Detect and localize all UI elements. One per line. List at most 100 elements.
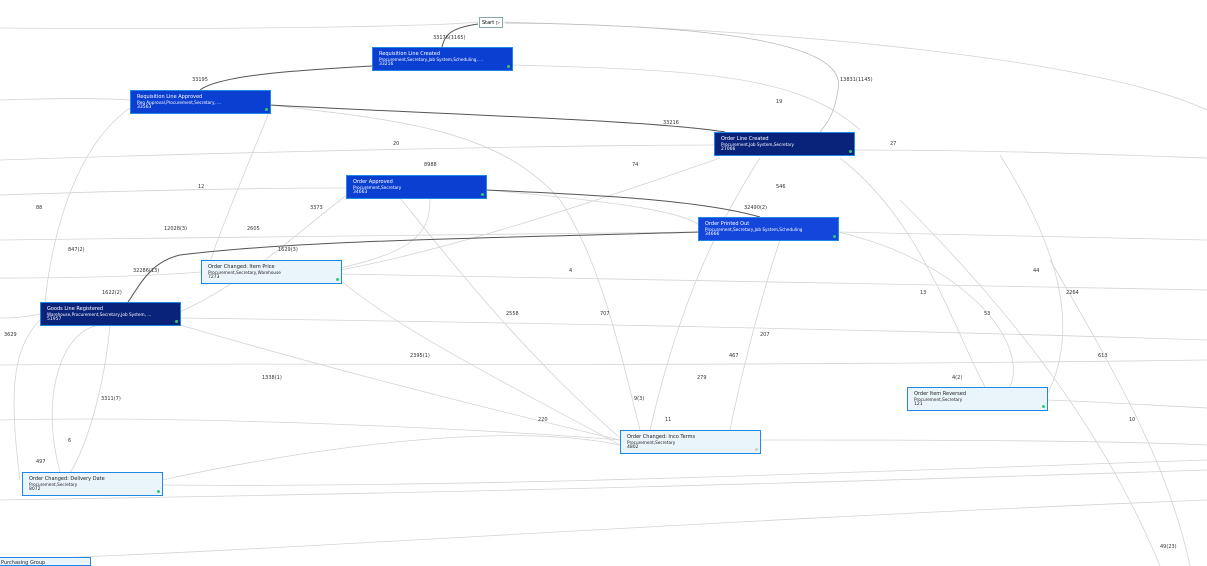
- edge-label: 3629: [4, 332, 17, 338]
- edge-faint: [759, 439, 1207, 446]
- edge-label: 19: [776, 99, 783, 105]
- play-icon: ▷: [496, 19, 501, 26]
- edge-faint: [837, 231, 1207, 241]
- edge-label: 13831(1145): [840, 77, 873, 83]
- edge-faint: [339, 197, 431, 269]
- edge-label: 74: [632, 162, 639, 168]
- edge-faint: [854, 149, 1207, 159]
- edge-faint: [13, 319, 41, 481]
- status-dot: [1042, 405, 1045, 408]
- edge-label: 546: [776, 184, 786, 190]
- edge-faint: [649, 157, 761, 431]
- edge-faint: [999, 154, 1064, 396]
- edge-faint: [44, 107, 131, 304]
- edge-faint: [339, 157, 721, 271]
- node-goods-line-registered[interactable]: Goods Line Registered Warehouse,Procurem…: [40, 302, 181, 326]
- edge-label: 2395(1): [410, 353, 430, 359]
- edge-faint: [179, 194, 348, 313]
- edge-label: 32286(13): [133, 268, 160, 274]
- edge-label: 88: [36, 205, 43, 211]
- status-dot: [175, 320, 178, 323]
- node-count: 27066: [721, 147, 736, 152]
- edge-label: 20: [393, 141, 400, 147]
- start-label: Start: [481, 19, 495, 26]
- edge-faint: [1046, 399, 1207, 409]
- edge-label: 49(23): [1160, 544, 1177, 550]
- node-title: Order Printed Out: [705, 221, 750, 227]
- node-count: 33563: [137, 105, 152, 110]
- edge-label: 467: [729, 353, 739, 359]
- edge-label: 33176(1165): [433, 35, 466, 41]
- edge-label: 12: [198, 184, 205, 190]
- edge-faint: [0, 271, 202, 279]
- edge-label: 4: [569, 268, 573, 274]
- edge-faint: [899, 199, 1161, 566]
- node-title: Order Changed: Inco Terms: [627, 434, 696, 440]
- edge-label: 32490(2): [744, 205, 767, 211]
- status-dot: [157, 490, 160, 493]
- node-order-line-created[interactable]: Order Line Created Procurement,Job Syste…: [714, 132, 855, 156]
- edge-faint: [1049, 259, 1191, 566]
- edge-label: 10: [1129, 417, 1136, 423]
- node-order-changed-item-price[interactable]: Order Changed: Item Price Procurement,Se…: [201, 260, 342, 284]
- edge-faint: [485, 189, 700, 226]
- edge-label: 9(3): [634, 396, 645, 402]
- node-title: Order Line Created: [721, 136, 769, 142]
- node-requisition-line-created[interactable]: Requisition Line Created Procurement,Sec…: [372, 47, 513, 71]
- edge-label: 220: [538, 417, 548, 423]
- node-order-printed-out[interactable]: Order Printed Out Procurement,Secretary,…: [698, 217, 839, 241]
- edge-faint: [179, 324, 621, 441]
- edge-label: 279: [697, 375, 707, 381]
- node-order-approved[interactable]: Order Approved Procurement,Secretary 346…: [346, 175, 487, 199]
- node-count: 34663: [353, 190, 368, 195]
- edge-loop: [504, 22, 839, 133]
- edge-label: 53: [984, 311, 991, 317]
- edge-label: 2264: [1066, 290, 1079, 296]
- edge-faint: [179, 317, 1207, 341]
- node-order-item-reversed[interactable]: Order Item Reversed Procurement,Secretar…: [907, 387, 1048, 411]
- edge-faint: [0, 21, 479, 29]
- edge-label: 3373: [310, 205, 323, 211]
- node-order-changed-inco-terms[interactable]: Order Changed: Inco Terms Procurement,Se…: [620, 430, 761, 454]
- node-order-changed-delivery-date[interactable]: Order Changed: Delivery Date Procurement…: [22, 472, 163, 496]
- edge-label: 497: [36, 459, 46, 465]
- edge-main: [199, 65, 373, 91]
- edge-faint: [161, 435, 621, 481]
- node-count: 7273: [208, 275, 220, 280]
- edge-faint: [502, 21, 1207, 111]
- edge-faint: [0, 418, 621, 441]
- edge-faint: [0, 499, 1207, 561]
- edge-label: 27: [890, 141, 897, 147]
- edge-label: 207: [760, 332, 770, 338]
- status-dot: [507, 65, 510, 68]
- status-dot: [755, 448, 758, 451]
- edge-label: 33195: [192, 77, 208, 83]
- edge-main: [269, 104, 726, 133]
- edge-main: [485, 189, 761, 218]
- node-count: 33216: [379, 62, 394, 67]
- edge-faint: [339, 279, 621, 446]
- edge-label: 1622(2): [102, 290, 122, 296]
- status-dot: [265, 108, 268, 111]
- edge-label: 6: [68, 438, 72, 444]
- edge-label: 1629(3): [278, 247, 298, 253]
- edge-faint: [837, 231, 1014, 388]
- edge-faint: [339, 273, 1207, 291]
- edge-faint: [269, 104, 641, 431]
- edge-label: 847(2): [68, 247, 85, 253]
- edge-label: 613: [1098, 353, 1108, 359]
- node-count: 4802: [627, 445, 639, 450]
- node-title: Order Item Reversed: [914, 391, 967, 397]
- status-dot: [336, 278, 339, 281]
- node-requisition-line-approved[interactable]: Requisition Line Approved Req Approval,P…: [130, 90, 271, 114]
- edge-label: 2605: [247, 226, 260, 232]
- edge-faint: [0, 98, 131, 101]
- edge-faint: [399, 197, 621, 439]
- edge-label: 33216: [663, 120, 679, 126]
- edge-faint: [511, 64, 861, 131]
- edge-faint: [0, 469, 1207, 501]
- node-title: Purchasing Group: [1, 560, 46, 566]
- node-purchasing-group[interactable]: Purchasing Group: [0, 557, 91, 566]
- start-node[interactable]: Start ▷: [479, 17, 503, 28]
